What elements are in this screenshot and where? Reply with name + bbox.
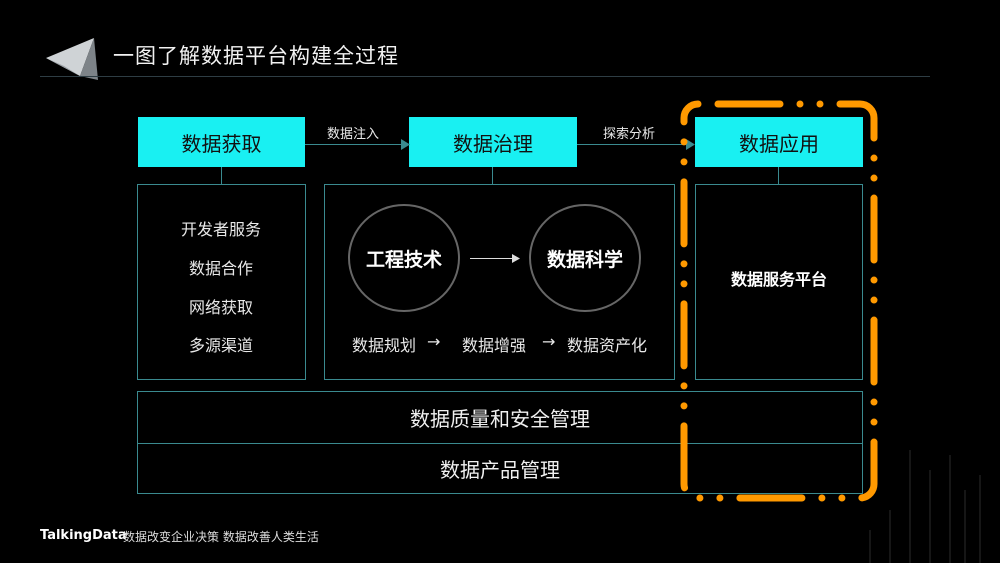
govern-panel <box>324 184 675 380</box>
circle-arrow-line <box>470 258 514 259</box>
flow-step: 数据规划 <box>352 336 417 355</box>
footer-brand: TalkingData <box>40 528 127 543</box>
stage-apply-header: 数据应用 <box>695 117 863 167</box>
flow-step: 数据资产化 <box>567 336 648 355</box>
acquire-panel <box>137 184 306 380</box>
connector-line <box>492 167 493 184</box>
inject-arrow-line <box>305 144 403 145</box>
apply-panel <box>695 184 863 380</box>
stage-acquire-header: 数据获取 <box>138 117 305 167</box>
connector-line <box>778 167 779 184</box>
flow-step: 数据增强 <box>462 336 527 355</box>
decorative-lines <box>869 450 981 563</box>
service-platform-label: 数据服务平台 <box>730 270 827 289</box>
footer-slogan: 数据改变企业决策 数据改善人类生活 <box>123 530 319 544</box>
flow-arrow-icon: → <box>542 332 556 351</box>
circle-arrow-head <box>512 254 520 263</box>
connector-line <box>221 167 222 184</box>
science-circle: 数据科学 <box>529 204 641 312</box>
inject-label: 数据注入 <box>327 127 380 142</box>
explore-arrow-head <box>686 139 695 150</box>
list-item: 数据合作 <box>188 259 253 278</box>
engineering-circle: 工程技术 <box>348 204 460 312</box>
title-divider <box>40 76 930 77</box>
inject-arrow-head <box>401 139 410 150</box>
product-bar: 数据产品管理 <box>137 443 863 494</box>
flow-arrow-icon: → <box>427 332 441 351</box>
logo-icon <box>46 38 98 80</box>
explore-arrow-line <box>577 144 688 145</box>
explore-label: 探索分析 <box>603 127 656 142</box>
stage-govern-header: 数据治理 <box>409 117 577 167</box>
list-item: 多源渠道 <box>188 336 253 355</box>
list-item: 网络获取 <box>188 298 253 317</box>
list-item: 开发者服务 <box>180 220 261 239</box>
page-title: 一图了解数据平台构建全过程 <box>113 44 399 68</box>
